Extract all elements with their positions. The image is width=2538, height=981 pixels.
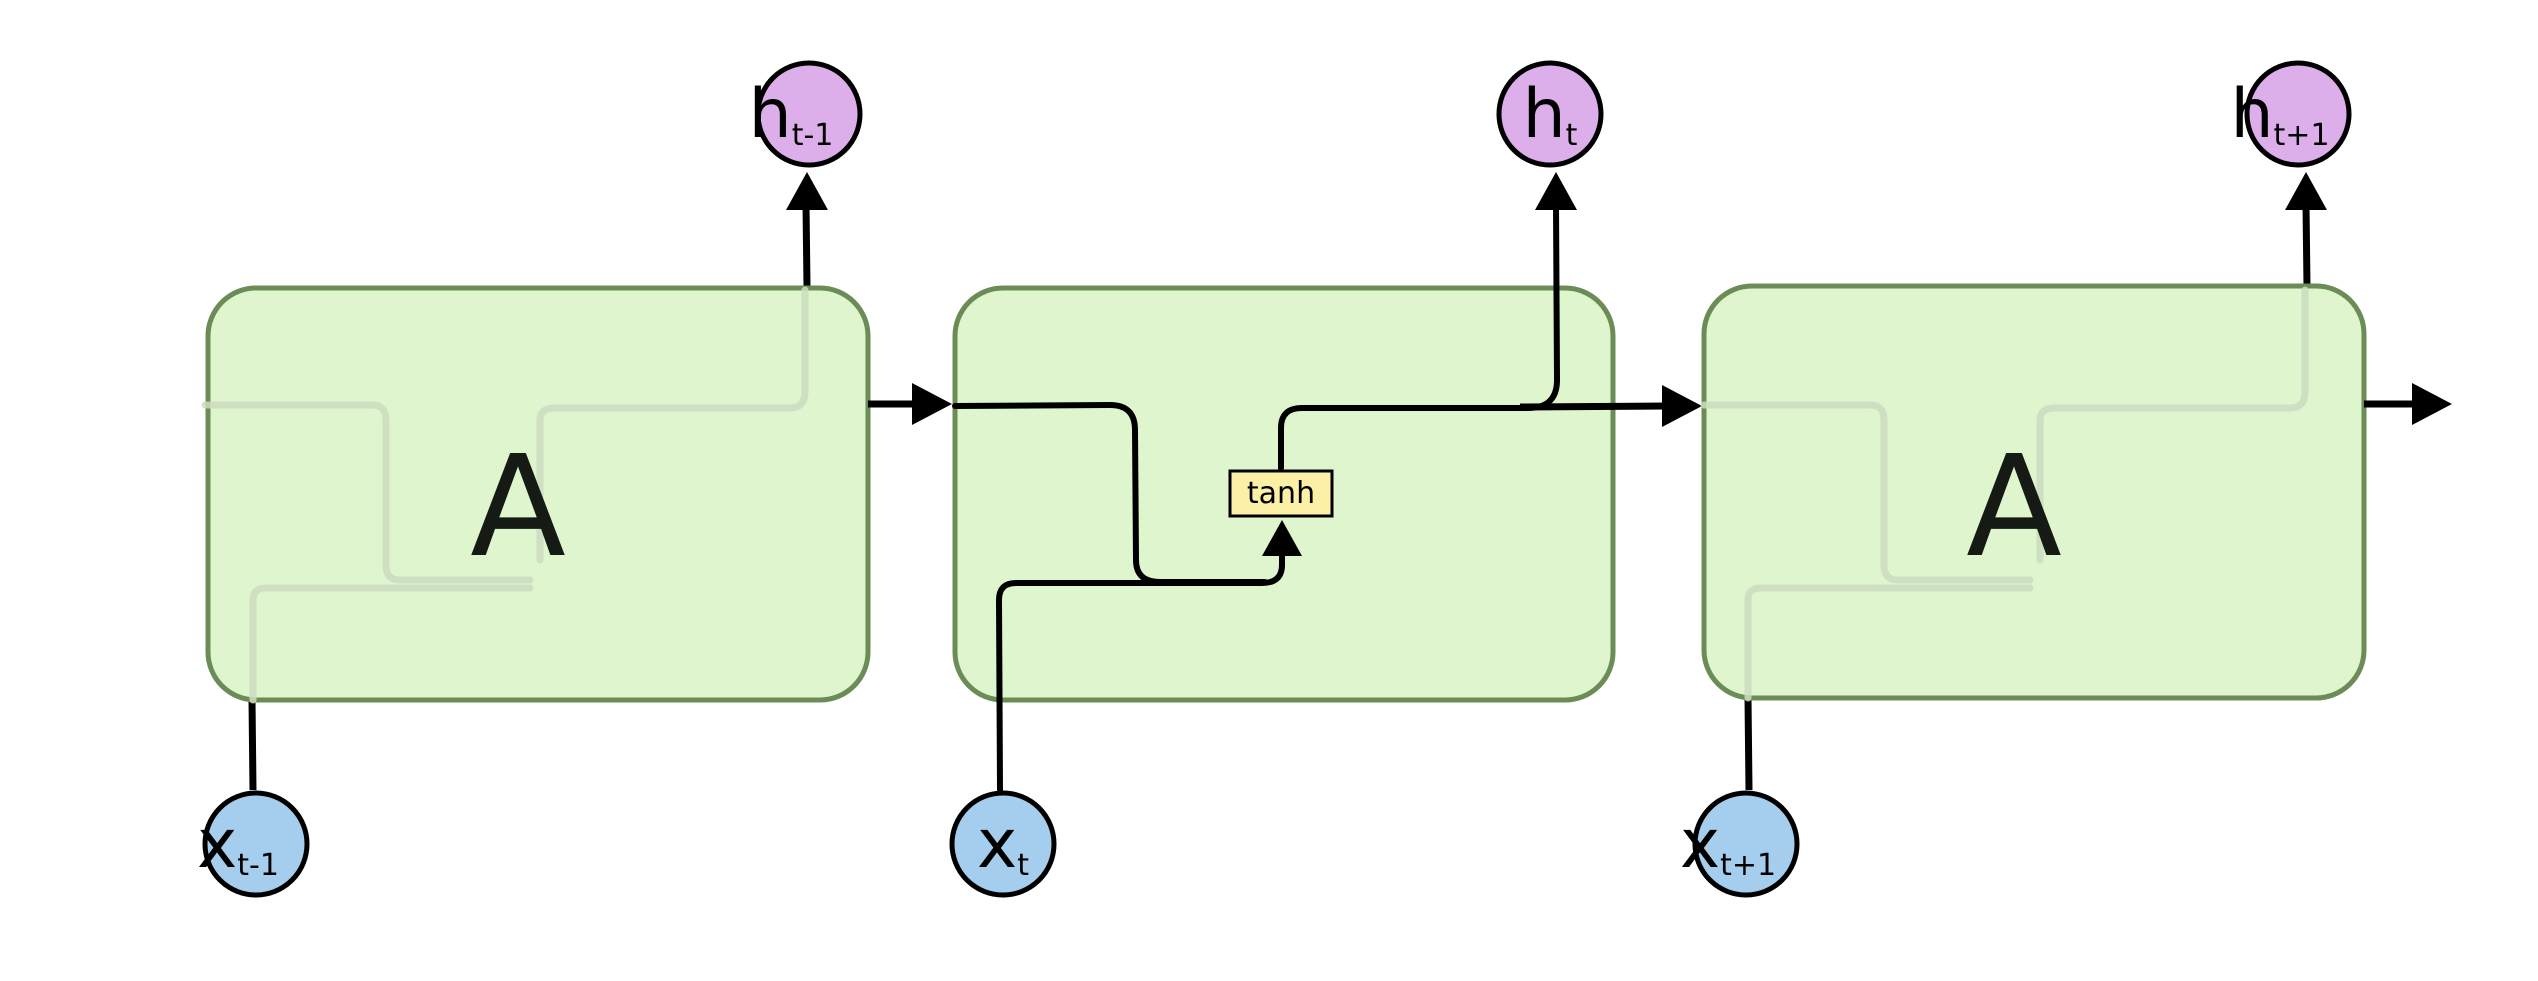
output-arrowhead-next (2285, 172, 2327, 210)
input-symbol: x (977, 805, 1017, 884)
output-symbol: h (1523, 75, 1566, 154)
input-subscript: t (1017, 848, 1029, 883)
output-line-next (2302, 204, 2311, 287)
ghost-wire-prev-1 (201, 401, 534, 584)
cell-label-prev: A (470, 426, 566, 589)
output-node-prev: ht-1 (749, 60, 863, 168)
input-subscript: t+1 (1720, 848, 1776, 883)
svg-text:ht: ht (1523, 75, 1578, 154)
rnn-cell-prev: A (201, 172, 871, 791)
output-node-next: ht+1 (2230, 60, 2352, 168)
output-node-circle (755, 60, 863, 168)
svg-text:xt: xt (977, 805, 1029, 884)
hidden-state-arrowhead-3 (2412, 383, 2452, 425)
input-node-prev: xt-1 (197, 790, 310, 898)
input-symbol: x (1680, 805, 1720, 884)
tanh-activation-box (1228, 469, 1334, 518)
hidden-state-arrowhead-2 (1662, 385, 1702, 427)
input-node-next: xt+1 (1680, 790, 1800, 898)
input-subscript: t-1 (237, 848, 279, 883)
output-subscript: t+1 (2274, 118, 2330, 153)
rnn-cell-current: tanh (952, 172, 1616, 793)
hidden-state-link-2 (1519, 402, 1666, 411)
svg-text:xt-1: xt-1 (197, 805, 279, 884)
output-symbol: h (2230, 75, 2273, 154)
svg-text:ht+1: ht+1 (2230, 75, 2329, 154)
output-symbol: h (749, 75, 792, 154)
svg-text:ht-1: ht-1 (749, 75, 834, 154)
input-wire-current (996, 552, 1285, 793)
tanh-label: tanh (1247, 476, 1315, 511)
hidden-state-arrowhead-1 (912, 383, 952, 425)
ghost-wire-prev-2 (249, 584, 534, 704)
input-line-next (1744, 697, 1753, 791)
cell-label-next: A (1966, 426, 2062, 589)
svg-text:xt+1: xt+1 (1680, 805, 1776, 884)
input-node-circle (202, 790, 310, 898)
input-line-prev (248, 699, 257, 791)
tanh-output-wire (1278, 405, 1531, 471)
input-node-circle (1692, 790, 1800, 898)
output-subscript: t-1 (792, 118, 834, 153)
ghost-wire-prev-3 (536, 286, 809, 564)
input-node-current: xt (949, 790, 1057, 898)
output-node-circle (1496, 60, 1604, 168)
cell-body-next (1701, 283, 2367, 701)
input-arrowhead-current (1262, 520, 1302, 556)
input-node-circle (949, 790, 1057, 898)
ghost-wire-next-1 (1700, 401, 2034, 584)
output-subscript: t (1566, 118, 1578, 153)
output-node-circle (2244, 60, 2352, 168)
ghost-wire-next-2 (1744, 584, 2034, 702)
ghost-wire-next-3 (2036, 286, 2309, 564)
output-arrowhead-current (1535, 172, 1577, 210)
input-symbol: x (197, 805, 237, 884)
rnn-cell-next: A (1700, 172, 2367, 791)
output-line-prev (802, 204, 811, 287)
output-arrowhead-prev (786, 172, 828, 210)
output-node-current: ht (1496, 60, 1604, 168)
